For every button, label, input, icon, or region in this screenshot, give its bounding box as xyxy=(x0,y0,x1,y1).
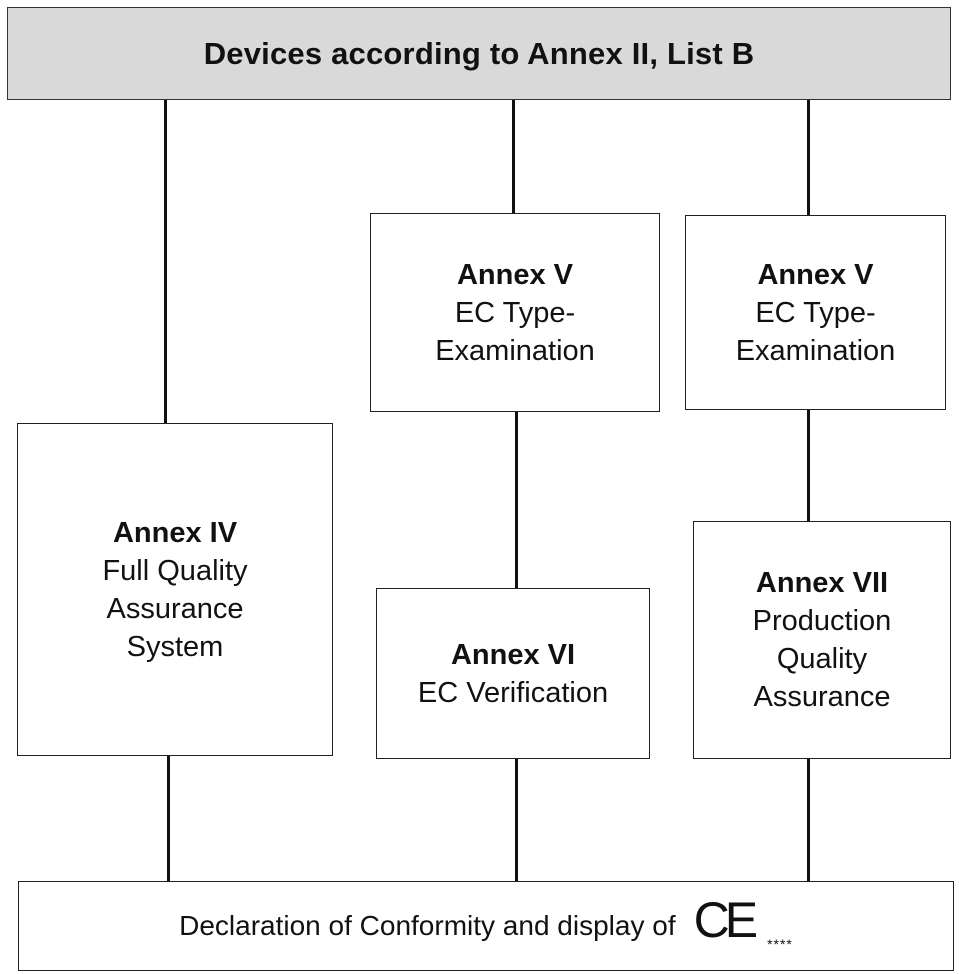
annex-vii-title: Annex VII xyxy=(755,567,889,599)
annex-v-right-box: Annex V EC Type- Examination xyxy=(685,215,946,410)
annex-vii-line-2: Quality xyxy=(776,643,868,675)
annex-v-mid-title: Annex V xyxy=(456,258,574,291)
connector-annex-v-annex-vii xyxy=(807,408,810,522)
annex-vii-line-1: Production xyxy=(752,605,892,637)
annex-iv-line-1: Full Quality xyxy=(102,554,248,587)
connector-annex-v-annex-vi xyxy=(515,410,518,590)
footnote-stars: **** xyxy=(767,936,793,952)
connector-annex-vii-footer xyxy=(807,758,810,881)
connector-header-annex-iv xyxy=(164,100,167,424)
annex-iv-line-3: System xyxy=(126,630,224,663)
footer-text: Declaration of Conformity and display of xyxy=(179,910,676,941)
annex-v-mid-line-2: Examination xyxy=(435,334,595,367)
annex-v-mid-box: Annex V EC Type- Examination xyxy=(370,213,660,412)
annex-v-right-line-2: Examination xyxy=(735,334,896,367)
header-box: Devices according to Annex II, List B xyxy=(7,7,951,100)
ce-mark: CE xyxy=(693,892,759,948)
annex-vii-line-3: Assurance xyxy=(753,681,891,713)
annex-iv-title: Annex IV xyxy=(112,516,238,549)
annex-vi-box: Annex VI EC Verification xyxy=(376,588,650,759)
annex-v-right-line-1: EC Type- xyxy=(755,296,876,329)
annex-vii-box: Annex VII Production Quality Assurance xyxy=(693,521,951,759)
footer-box: Declaration of Conformity and display of… xyxy=(18,881,954,971)
annex-vi-line-1: EC Verification xyxy=(417,676,609,709)
header-title: Devices according to Annex II, List B xyxy=(203,35,755,71)
annex-iv-box: Annex IV Full Quality Assurance System xyxy=(17,423,333,756)
connector-annex-vi-footer xyxy=(515,758,518,881)
annex-v-right-title: Annex V xyxy=(757,258,874,291)
connector-header-annex-v-mid xyxy=(512,100,515,214)
connector-annex-iv-footer xyxy=(167,754,170,881)
annex-iv-line-2: Assurance xyxy=(106,592,244,625)
annex-v-mid-line-1: EC Type- xyxy=(454,296,576,329)
connector-header-annex-v-right xyxy=(807,100,810,216)
annex-vi-title: Annex VI xyxy=(450,638,576,671)
